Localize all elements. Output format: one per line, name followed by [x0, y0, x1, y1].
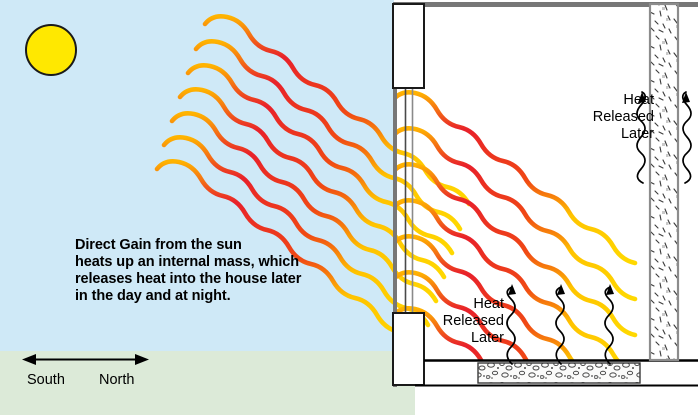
heat-arrow-floor-1: [506, 286, 516, 365]
ground-background: [0, 351, 415, 415]
sun-icon: [25, 24, 77, 76]
arrowhead-floor-2: [557, 284, 565, 295]
thermal-mass-floor-slab: [477, 362, 641, 384]
arrowhead-floor-3: [606, 284, 614, 295]
heat-arrow-wall-right: [681, 91, 692, 184]
compass-label-north: North: [99, 372, 135, 388]
sun-rays-interior-group: [393, 90, 638, 361]
heat-arrow-floor-3: [604, 286, 614, 365]
compass-arrow: [22, 354, 149, 365]
arrowhead-wall-left: [638, 92, 646, 103]
window-sill-box: [392, 312, 425, 386]
arrowhead-wall-right: [682, 92, 690, 103]
heat-arrows-group: [506, 91, 692, 365]
thermal-mass-wall: [648, 2, 680, 362]
heat-arrow-wall-left: [636, 91, 647, 184]
window-header-box: [392, 3, 425, 89]
heat-released-later-label-wall: Heat Released Later: [592, 92, 654, 143]
direct-gain-caption: Direct Gain from the sun heats up an int…: [75, 237, 302, 305]
heat-arrow-floor-2: [555, 286, 565, 365]
compass-arrowhead-east: [135, 354, 149, 365]
arrowhead-floor-1: [508, 284, 516, 295]
compass-label-south: South: [27, 372, 65, 388]
heat-arrowheads-group: [508, 92, 690, 295]
compass-arrowhead-west: [22, 354, 36, 365]
heat-released-later-label-floor: Heat Released Later: [442, 296, 504, 347]
